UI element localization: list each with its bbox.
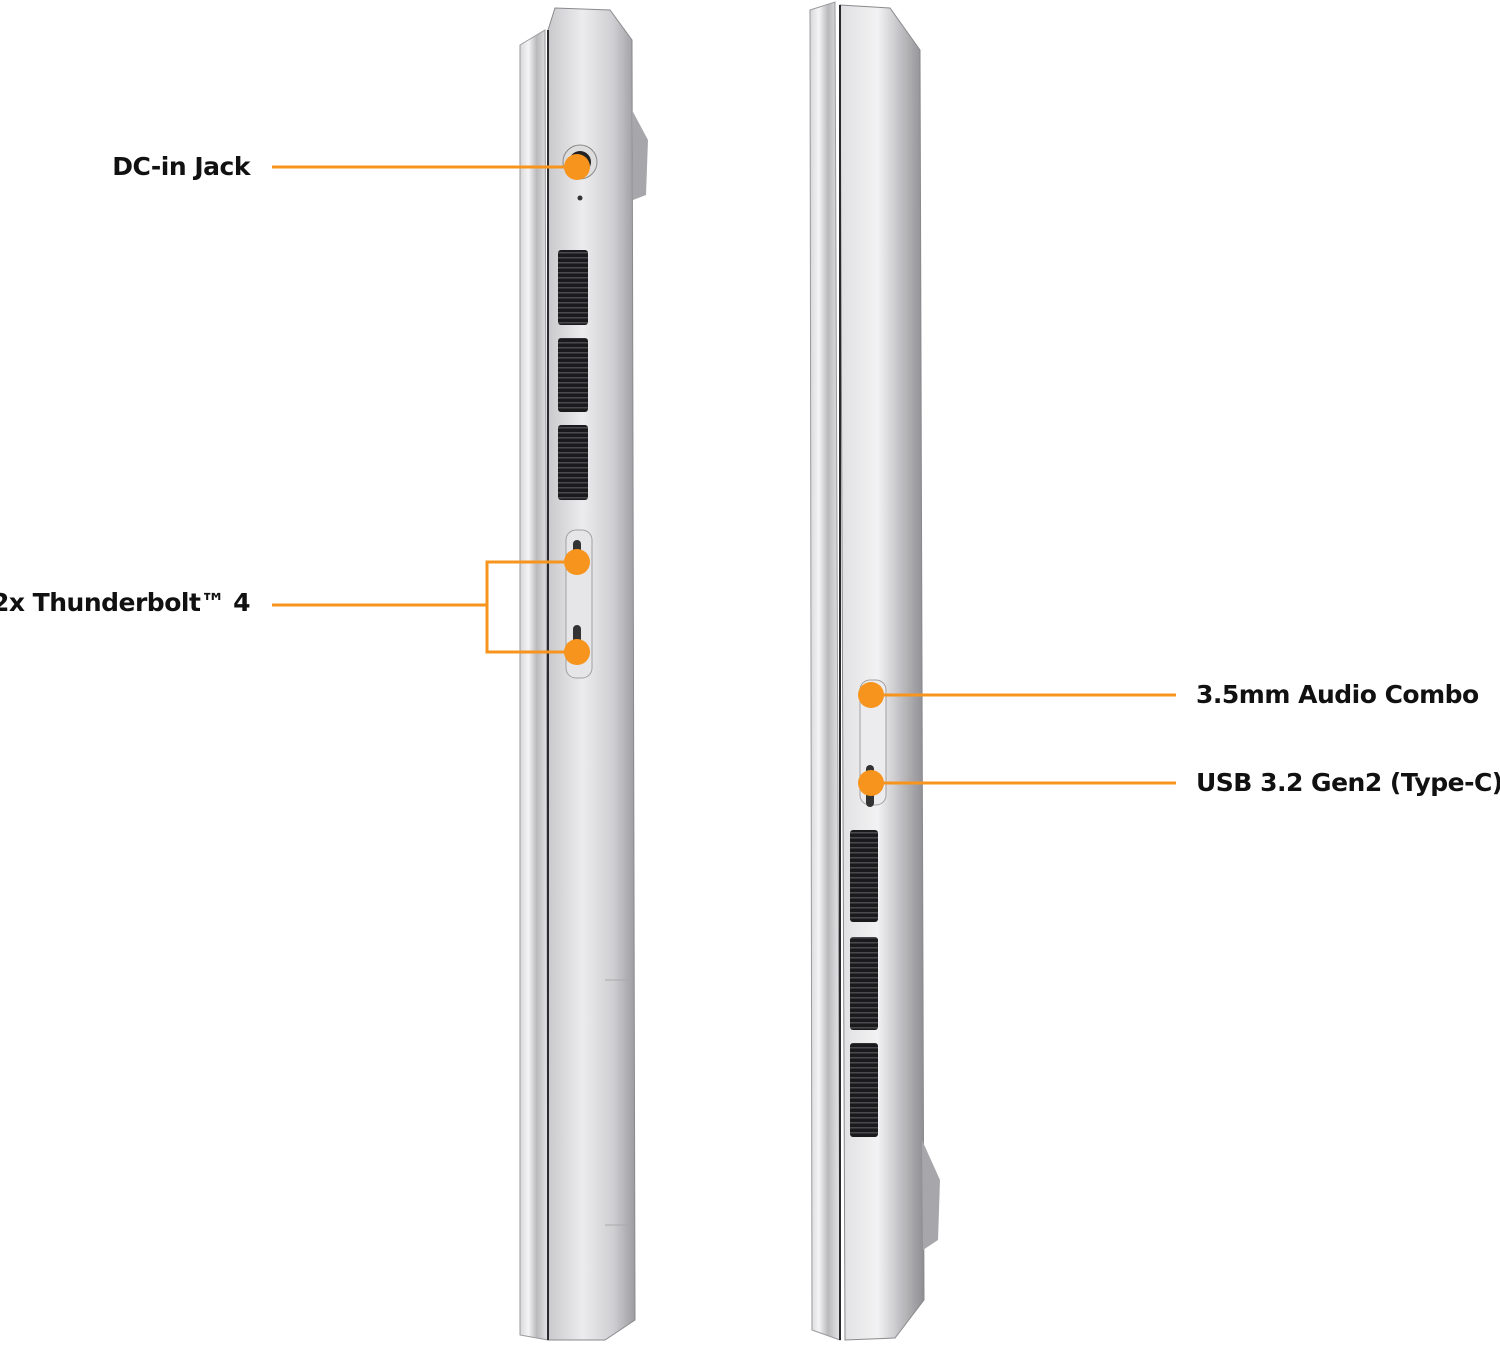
vent bbox=[558, 250, 588, 325]
left-laptop-side bbox=[519, 7, 648, 1341]
vent bbox=[558, 425, 588, 500]
usb-c-label: USB 3.2 Gen2 (Type-C) bbox=[1196, 768, 1500, 797]
vent bbox=[850, 937, 878, 1030]
thunderbolt-marker bbox=[564, 639, 590, 665]
thunderbolt-label: 2x Thunderbolt™ 4 bbox=[0, 588, 251, 617]
right-laptop-side bbox=[809, 1, 940, 1341]
usb-c-marker bbox=[858, 770, 884, 796]
vent bbox=[850, 1043, 878, 1137]
dc-in-marker bbox=[564, 154, 590, 180]
callout-lines bbox=[272, 165, 1176, 785]
audio-marker bbox=[858, 682, 884, 708]
vent bbox=[558, 338, 588, 412]
audio-label: 3.5mm Audio Combo bbox=[1196, 680, 1479, 709]
vent bbox=[850, 830, 878, 922]
dc-in-label: DC-in Jack bbox=[112, 152, 250, 181]
thunderbolt-marker bbox=[564, 549, 590, 575]
